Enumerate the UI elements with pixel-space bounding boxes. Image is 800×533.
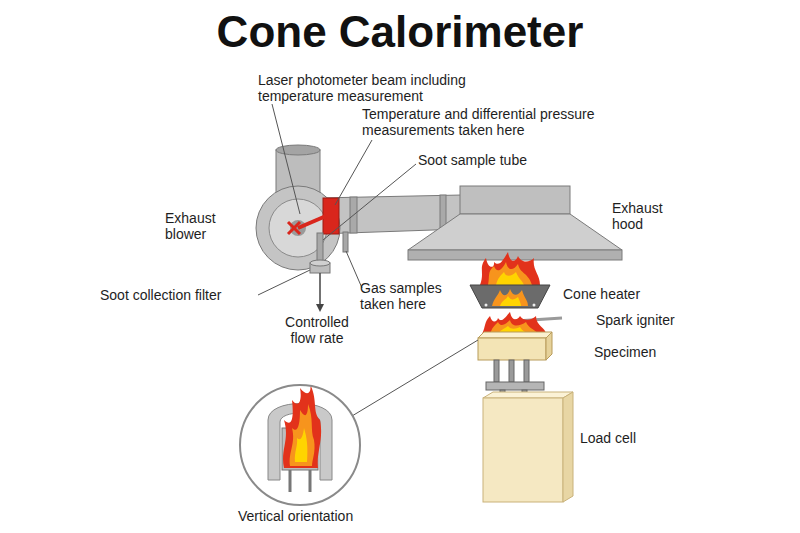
exhaust-blower	[256, 186, 340, 270]
flames-part	[480, 252, 540, 285]
callout-label: Controlled flow rate	[272, 314, 362, 346]
exhaust-hood	[408, 186, 622, 260]
flames	[480, 252, 540, 285]
callout-label: Gas samples taken here	[360, 280, 455, 312]
cone-heater-part	[492, 289, 528, 306]
callout-label: Exhaust blower	[165, 210, 227, 242]
cone-heater	[470, 285, 550, 308]
leader-line-part	[258, 270, 310, 295]
specimen-flames	[482, 312, 546, 334]
callout-label: Cone heater	[563, 286, 640, 302]
cone-heater-part	[500, 296, 521, 306]
specimen-part	[478, 332, 552, 338]
soot-sample-tube	[310, 233, 330, 308]
diagram-title: Cone Calorimeter	[0, 6, 800, 58]
load-cell-part	[563, 392, 573, 502]
specimen-stand-part	[486, 382, 544, 390]
exhaust-hood-part	[408, 214, 622, 250]
laser-beam	[288, 198, 339, 234]
load-cell	[483, 392, 573, 502]
callout-label: Soot collection filter	[100, 287, 221, 303]
callout-label: Load cell	[580, 430, 636, 446]
leader-line	[258, 104, 478, 416]
inset-circle-part	[283, 384, 321, 468]
specimen-part	[478, 338, 546, 360]
specimen-stand-part	[524, 360, 529, 382]
specimen-flames-part	[482, 312, 546, 334]
inset-circle-part	[295, 428, 308, 462]
leader-line-part	[272, 104, 300, 214]
callout-label: Soot sample tube	[418, 152, 527, 168]
callout-label: Vertical orientation	[238, 508, 353, 524]
inset-circle-part	[309, 470, 312, 492]
exhaust-blower-part	[256, 186, 340, 270]
callout-label: Temperature and differential pressure me…	[362, 106, 597, 138]
cone-heater-part	[470, 285, 550, 308]
callout-label: Specimen	[594, 344, 656, 360]
inset-circle-part	[268, 384, 332, 492]
exhaust-hood-part	[408, 250, 622, 260]
load-cell-part	[483, 398, 563, 502]
gas-sample-tube-part	[343, 232, 348, 252]
specimen-stand-part	[494, 360, 499, 382]
inset-circle-part	[289, 470, 292, 492]
specimen	[478, 332, 552, 360]
soot-sample-tube-part	[317, 233, 323, 263]
cone-heater-part	[485, 304, 488, 307]
leader-line-part	[323, 164, 416, 240]
exhaust-hood-part	[460, 186, 570, 214]
leader-line-part	[335, 140, 372, 205]
leader-line-part	[346, 251, 362, 288]
laser-beam-part	[288, 222, 300, 234]
leader-line-part	[352, 340, 478, 416]
callout-label: Spark igniter	[596, 312, 675, 328]
load-cell-part	[483, 392, 573, 398]
inset-circle-part	[240, 385, 360, 505]
flames-part	[488, 262, 532, 285]
specimen-part	[546, 332, 552, 360]
laser-beam-part	[288, 222, 300, 234]
soot-sample-tube-part	[310, 260, 330, 266]
laser-beam-part	[298, 216, 326, 228]
soot-sample-tube-part	[319, 273, 321, 308]
inset-circle-part	[268, 404, 332, 481]
inset-circle	[240, 384, 360, 505]
inset-circle-part	[290, 404, 315, 466]
specimen-stand-part	[509, 360, 514, 382]
callout-label: Exhaust hood	[612, 200, 674, 232]
gas-sample-tube	[343, 232, 348, 252]
callout-label: Laser photometer beam including temperat…	[258, 72, 478, 104]
flames-part	[496, 272, 524, 285]
cone-heater-part	[533, 304, 536, 307]
